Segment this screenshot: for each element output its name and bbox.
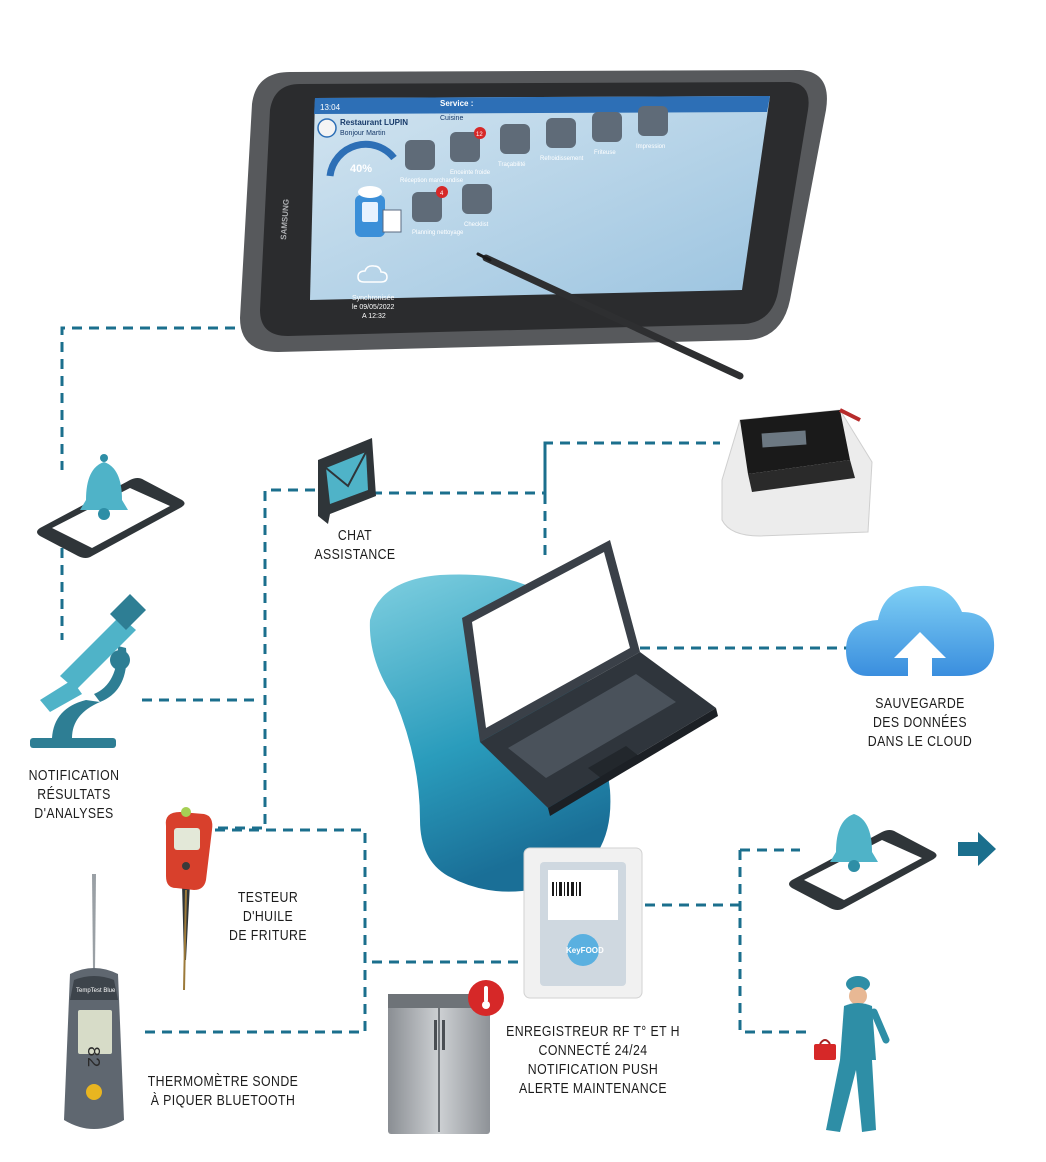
microscope-icon xyxy=(30,594,146,748)
tablet-service-value: Cuisine xyxy=(440,115,463,122)
connector-lines xyxy=(60,326,850,1034)
module-friteuse[interactable]: Friteuse xyxy=(592,112,622,156)
module-checklist[interactable]: Checklist xyxy=(462,184,492,228)
connector-right-vertical xyxy=(738,850,810,1034)
svg-text:Planning nettoyage: Planning nettoyage xyxy=(412,230,464,236)
thermometer-brand: TempTest Blue xyxy=(76,988,116,994)
module-refroidissement[interactable]: Refroidissement xyxy=(540,118,584,162)
badge-enceinte: 12 xyxy=(476,132,483,138)
recorder-logo: KeyFOOD xyxy=(566,946,604,955)
cloud-backup-icon xyxy=(846,585,995,676)
label-analyses-notification: NOTIFICATION RÉSULTATS D'ANALYSES xyxy=(28,767,120,822)
badge-planning: 4 xyxy=(440,191,444,197)
module-tracabilite[interactable]: Traçabilité xyxy=(498,124,530,168)
connector-tablet-bell xyxy=(60,326,235,470)
label-chat-assistance: CHAT ASSISTANCE xyxy=(314,527,396,563)
tablet-sync-line3: A 12:32 xyxy=(362,313,386,320)
tablet-brand: SAMSUNG xyxy=(279,199,291,240)
mascot-icon xyxy=(355,186,402,237)
tablet-device: 13:04 Restaurant LUPIN Bonjour Martin Se… xyxy=(240,70,827,380)
technician-icon xyxy=(814,976,890,1132)
tablet-sync-line2: le 09/05/2022 xyxy=(352,304,395,311)
module-enceinte-froide[interactable]: 12 Enceinte froide xyxy=(450,127,491,176)
svg-text:Réception marchandise: Réception marchandise xyxy=(400,178,464,184)
laptop-icon xyxy=(462,540,718,816)
svg-text:Friteuse: Friteuse xyxy=(594,150,616,156)
module-impression[interactable]: Impression xyxy=(636,106,668,150)
svg-text:Impression: Impression xyxy=(636,144,665,150)
cloud-sync-icon xyxy=(357,265,388,283)
chat-assistance-icon xyxy=(318,438,376,524)
label-probe-thermometer: THERMOMÈTRE SONDE À PIQUER BLUETOOTH xyxy=(147,1073,299,1109)
oil-tester-icon xyxy=(165,807,213,991)
tablet-restaurant-name: Restaurant LUPIN xyxy=(340,118,408,127)
connector-chat-printer xyxy=(372,441,720,495)
bell-tablet-right-icon xyxy=(789,814,937,910)
probe-thermometer-icon: TempTest Blue 82 xyxy=(64,874,124,1129)
avatar xyxy=(317,118,337,138)
svg-text:Traçabilité: Traçabilité xyxy=(498,162,526,168)
rf-recorder-icon: KeyFOOD xyxy=(523,847,643,999)
label-oil-tester: TESTEUR D'HUILE DE FRITURE xyxy=(229,889,307,944)
progress-gauge xyxy=(326,140,397,177)
progress-text: 40% xyxy=(350,163,372,175)
module-reception[interactable]: Réception marchandise xyxy=(400,140,464,184)
bell-tablet-icon xyxy=(37,454,185,558)
thermometer-reading: 82 xyxy=(82,1046,102,1068)
refrigerator-icon xyxy=(388,980,504,1134)
svg-text:Checklist: Checklist xyxy=(464,222,489,228)
svg-text:Refroidissement: Refroidissement xyxy=(540,156,584,162)
arrow-right-icon xyxy=(958,832,996,866)
connector-oil-recorder xyxy=(215,828,520,964)
module-planning-nettoyage[interactable]: 4 Planning nettoyage xyxy=(412,186,464,236)
tablet-greeting: Bonjour Martin xyxy=(340,130,386,137)
label-printer-icon xyxy=(721,408,873,537)
tablet-status-time: 13:04 xyxy=(320,103,341,112)
tablet-service-label: Service : xyxy=(440,99,473,108)
tablet-sync-line1: Synchronisée xyxy=(352,295,395,302)
connector-chat-network xyxy=(215,488,315,830)
label-rf-recorder: ENREGISTREUR RF T° ET H CONNECTÉ 24/24 N… xyxy=(506,1023,680,1097)
tablet-module-grid: Réception marchandise 12 Enceinte froide… xyxy=(400,106,668,236)
connector-thermo-network xyxy=(145,962,367,1034)
stylus-icon xyxy=(476,252,744,380)
svg-text:Enceinte froide: Enceinte froide xyxy=(450,170,491,176)
label-cloud-backup: SAUVEGARDE DES DONNÉES DANS LE CLOUD xyxy=(867,695,973,750)
